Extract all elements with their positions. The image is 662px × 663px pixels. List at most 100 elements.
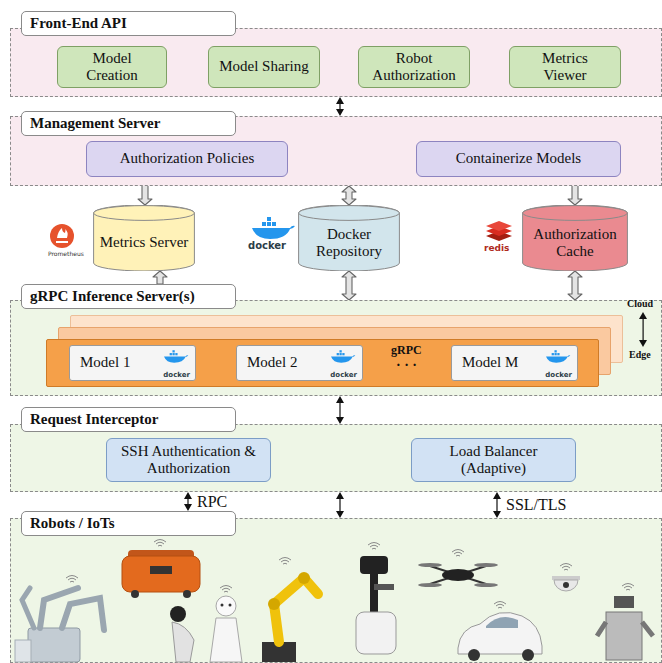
api-box: Model Creation [57, 46, 167, 88]
wifi-symbols-part [560, 564, 572, 571]
warehouse-robot [122, 550, 200, 598]
connector-label: SSL/TLS [506, 496, 566, 513]
connector-label: RPC [197, 493, 227, 510]
redis-logo-part [486, 231, 512, 241]
cylinder-top [299, 206, 400, 221]
service-robot-part [356, 612, 396, 654]
drone-part [418, 563, 442, 567]
node-text: Management Server [30, 115, 160, 132]
node-text: Request Interceptor [30, 411, 158, 428]
label-anchor: RPC [197, 495, 227, 509]
cylinder-top [94, 206, 195, 221]
wifi-symbols-part [220, 586, 232, 593]
cloud-edge-arrow [639, 312, 647, 347]
docker-container [554, 350, 556, 352]
connector-arrow [153, 271, 167, 284]
label-anchor: SSL/TLS [506, 498, 566, 512]
surgical-robot-part [28, 628, 80, 662]
label-anchor: Cloud [627, 298, 653, 310]
node-text: Containerize Models [456, 150, 581, 167]
wifi-symbols-part [622, 584, 634, 591]
layer-band: Request InterceptorSSH Authentication & … [10, 424, 662, 492]
api-box: Metrics Viewer [509, 46, 621, 88]
surgical-robot-part [62, 598, 104, 630]
node-text: Robots / IoTs [30, 515, 114, 532]
docker-container [339, 350, 341, 352]
node-text: Docker Repository [304, 226, 394, 261]
prometheus-logo-part [50, 224, 74, 248]
model-box: Model 2 docker [236, 345, 363, 381]
pr2-robot [597, 596, 653, 660]
cylinder-body [523, 205, 628, 271]
drone [418, 563, 498, 587]
model-box: Model Mdocker [451, 345, 578, 381]
cylinder-body [299, 205, 400, 271]
logo-text: docker [163, 372, 190, 379]
server-box: Authorization Policies [86, 141, 288, 177]
docker-logo [252, 217, 295, 239]
logo-text: docker [248, 240, 286, 251]
logo-text: Prometheus [48, 250, 84, 257]
connector-arrow [493, 492, 501, 518]
layer-band: gRPC Inference Server(s)gRPCModel 1docke… [10, 300, 662, 396]
cloud-edge-arrow-part [639, 312, 647, 319]
docker-whale [546, 355, 570, 362]
connector-arrow [342, 271, 356, 300]
api-box: Robot Authorization [358, 46, 470, 88]
docker-logo-part [262, 222, 266, 226]
wifi-symbols-part [279, 558, 291, 565]
connector-arrow [568, 271, 582, 300]
logo-text: redis [484, 243, 509, 253]
surgical-robot-part [22, 588, 34, 628]
surgical-robot-part [40, 588, 78, 628]
node-text: Metrics Server [100, 234, 189, 251]
surgical-robot-part [15, 640, 31, 662]
person-and-humanoid-part [216, 596, 236, 616]
node-text: Metrics Viewer [520, 50, 610, 85]
docker-container [552, 353, 554, 355]
industrial-arm-part [268, 598, 280, 610]
node-text: Model 2 [247, 354, 297, 371]
docker-container [554, 353, 556, 355]
docker-logo-part [272, 222, 276, 226]
connector-arrow [184, 492, 192, 511]
node-text: gRPC [391, 343, 422, 358]
warehouse-robot-part [122, 556, 200, 592]
node-text: SSH Authentication & Authorization [117, 443, 260, 478]
connector-arrow [336, 396, 344, 424]
docker-logo [164, 349, 190, 365]
prometheus-logo-part [56, 228, 68, 243]
docker-logo-part [267, 222, 271, 226]
warehouse-robot-part [131, 590, 139, 598]
tier-label: Edge [629, 349, 651, 360]
self-driving-car-part [486, 617, 518, 628]
cloud-edge-arrow-part [639, 340, 647, 347]
pr2-robot-part [614, 596, 634, 608]
self-driving-car-part [458, 612, 542, 654]
cloud-edge-arrow-part [643, 318, 644, 342]
industrial-arm [262, 572, 318, 662]
band-tab: gRPC Inference Server(s) [21, 284, 236, 309]
logo-text: docker [330, 372, 357, 379]
service-robot-part [370, 574, 378, 614]
wifi-symbols-part [494, 602, 506, 609]
node-text: Robot Authorization [369, 50, 459, 85]
cylinder-body [94, 205, 195, 271]
model-box: Model 1docker [69, 345, 196, 381]
service-robot-part [374, 584, 394, 590]
wifi-symbols-part [66, 576, 78, 583]
node-text: Model Sharing [219, 58, 309, 75]
pr2-robot-part [606, 612, 642, 660]
connector-arrow [342, 186, 356, 205]
band-tab: Request Interceptor [21, 407, 236, 432]
interceptor-box: Load Balancer (Adaptive) [411, 438, 576, 482]
connector-arrow [336, 492, 344, 518]
wifi-symbols [66, 540, 634, 609]
dome-camera-part [563, 582, 569, 588]
node-text: Front-End API [30, 15, 127, 32]
api-box: Model Sharing [208, 46, 320, 88]
node-text: Load Balancer (Adaptive) [422, 443, 565, 478]
label-anchor: · · · [396, 358, 417, 374]
node-text: Authorization Cache [528, 226, 622, 261]
docker-container [172, 350, 174, 352]
